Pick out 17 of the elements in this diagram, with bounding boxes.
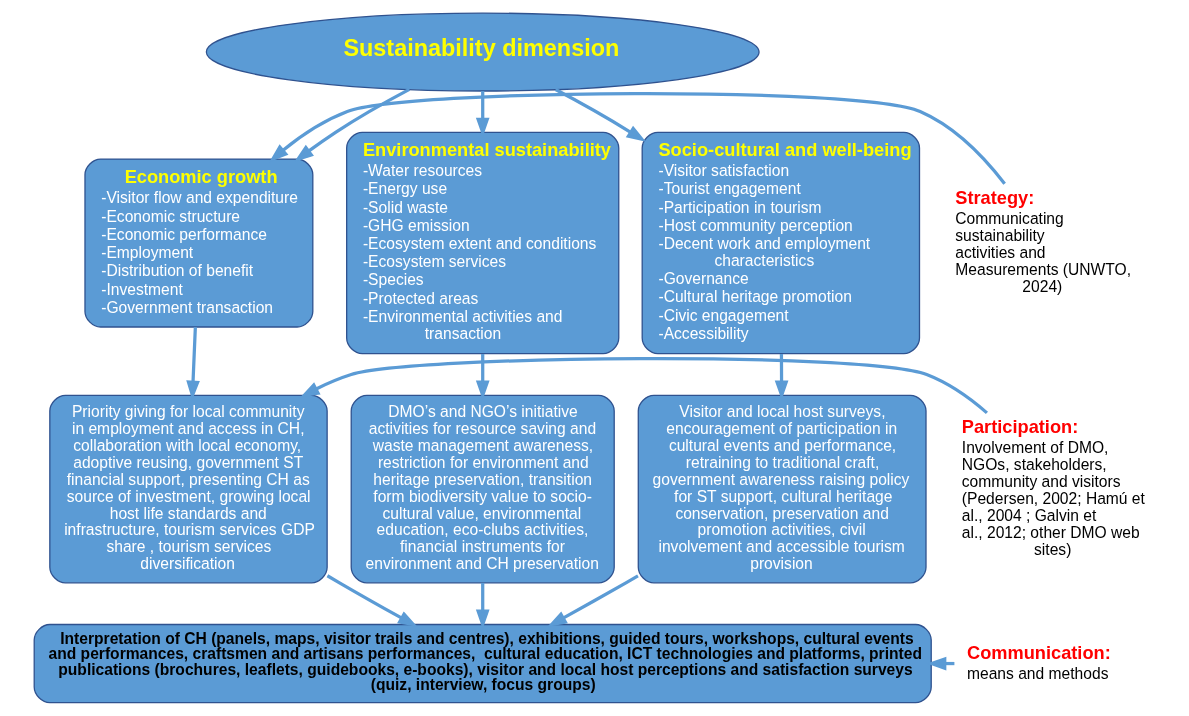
arrow [268,91,1006,185]
node-text: Strategy: Communicating sustainability activities and Measurements (UNWTO, 2024) [954,188,1131,295]
node-box: Interpretation of CH (panels, maps, visitor trails and centres), exhibitions, guided tours, workshops, cultural events and performances, craftsmen and artisans performances, cultural education, ICT technologies and platforms, printed publications (brochures, leaflets, guidebooks, e-books), visitor and local host perceptions and satisfaction surveys (quiz, interview, focus groups) [33,623,932,704]
node-text: Communication: means and methods [966,642,1111,682]
arrow [546,574,639,627]
node-box: Socio-cultural and well-being -Visitor satisfaction -Tourist engagement -Participation in tourism -Host community perception -Decent work and employment characteristics -Governance -Cultural heritage promotion -Civic engagement -Accessibility [641,131,920,355]
node-text: Participation: Involvement of DMO, NGOs, stakeholders, community and visitors (Pedersen, 2002; Hamú et al., 2004 ; Galvin et al., 2012; other DMO web sites) [961,417,1145,558]
node-box: Environmental sustainability -Water resources -Energy use -Solid waste -GHG emission -Ecosystem extent and conditions -Ecosystem services -Species -Protected areas -Environmental activities and transaction [345,131,619,355]
node-box: Priority giving for local community in employment and access in CH, collaboration with local economy, adoptive reusing, government ST financial support, presenting CH as source of investment, growing local host life standards and infrastructure, tourism services GDP share , tourism services diversification [48,394,328,584]
arrow [554,88,646,142]
arrow [293,87,410,162]
node-box: Economic growth -Visitor flow and expenditure -Economic structure -Economic performance -Employment -Distribution of benefit -Investment -Government transaction [83,158,313,328]
node-box: DMO’s and NGO’s initiative activities for resource saving and waste management awareness, restriction for environment and heritage preservation, transition form biodiversity value to socio-cultural value, environmental education, eco-clubs activities, financial instruments for environment and CH preservation [350,394,615,584]
arrow [326,574,417,627]
arrow [299,357,988,415]
node-ellipse: Sustainability dimension [205,12,760,92]
node-box: Visitor and local host surveys, encouragement of participation in cultural events and performance, retraining to traditional craft, government awareness raising policy for ST support, cultural heritage conservation, preservation and promotion activities, civil involvement and accessible tourism provision [637,394,927,584]
